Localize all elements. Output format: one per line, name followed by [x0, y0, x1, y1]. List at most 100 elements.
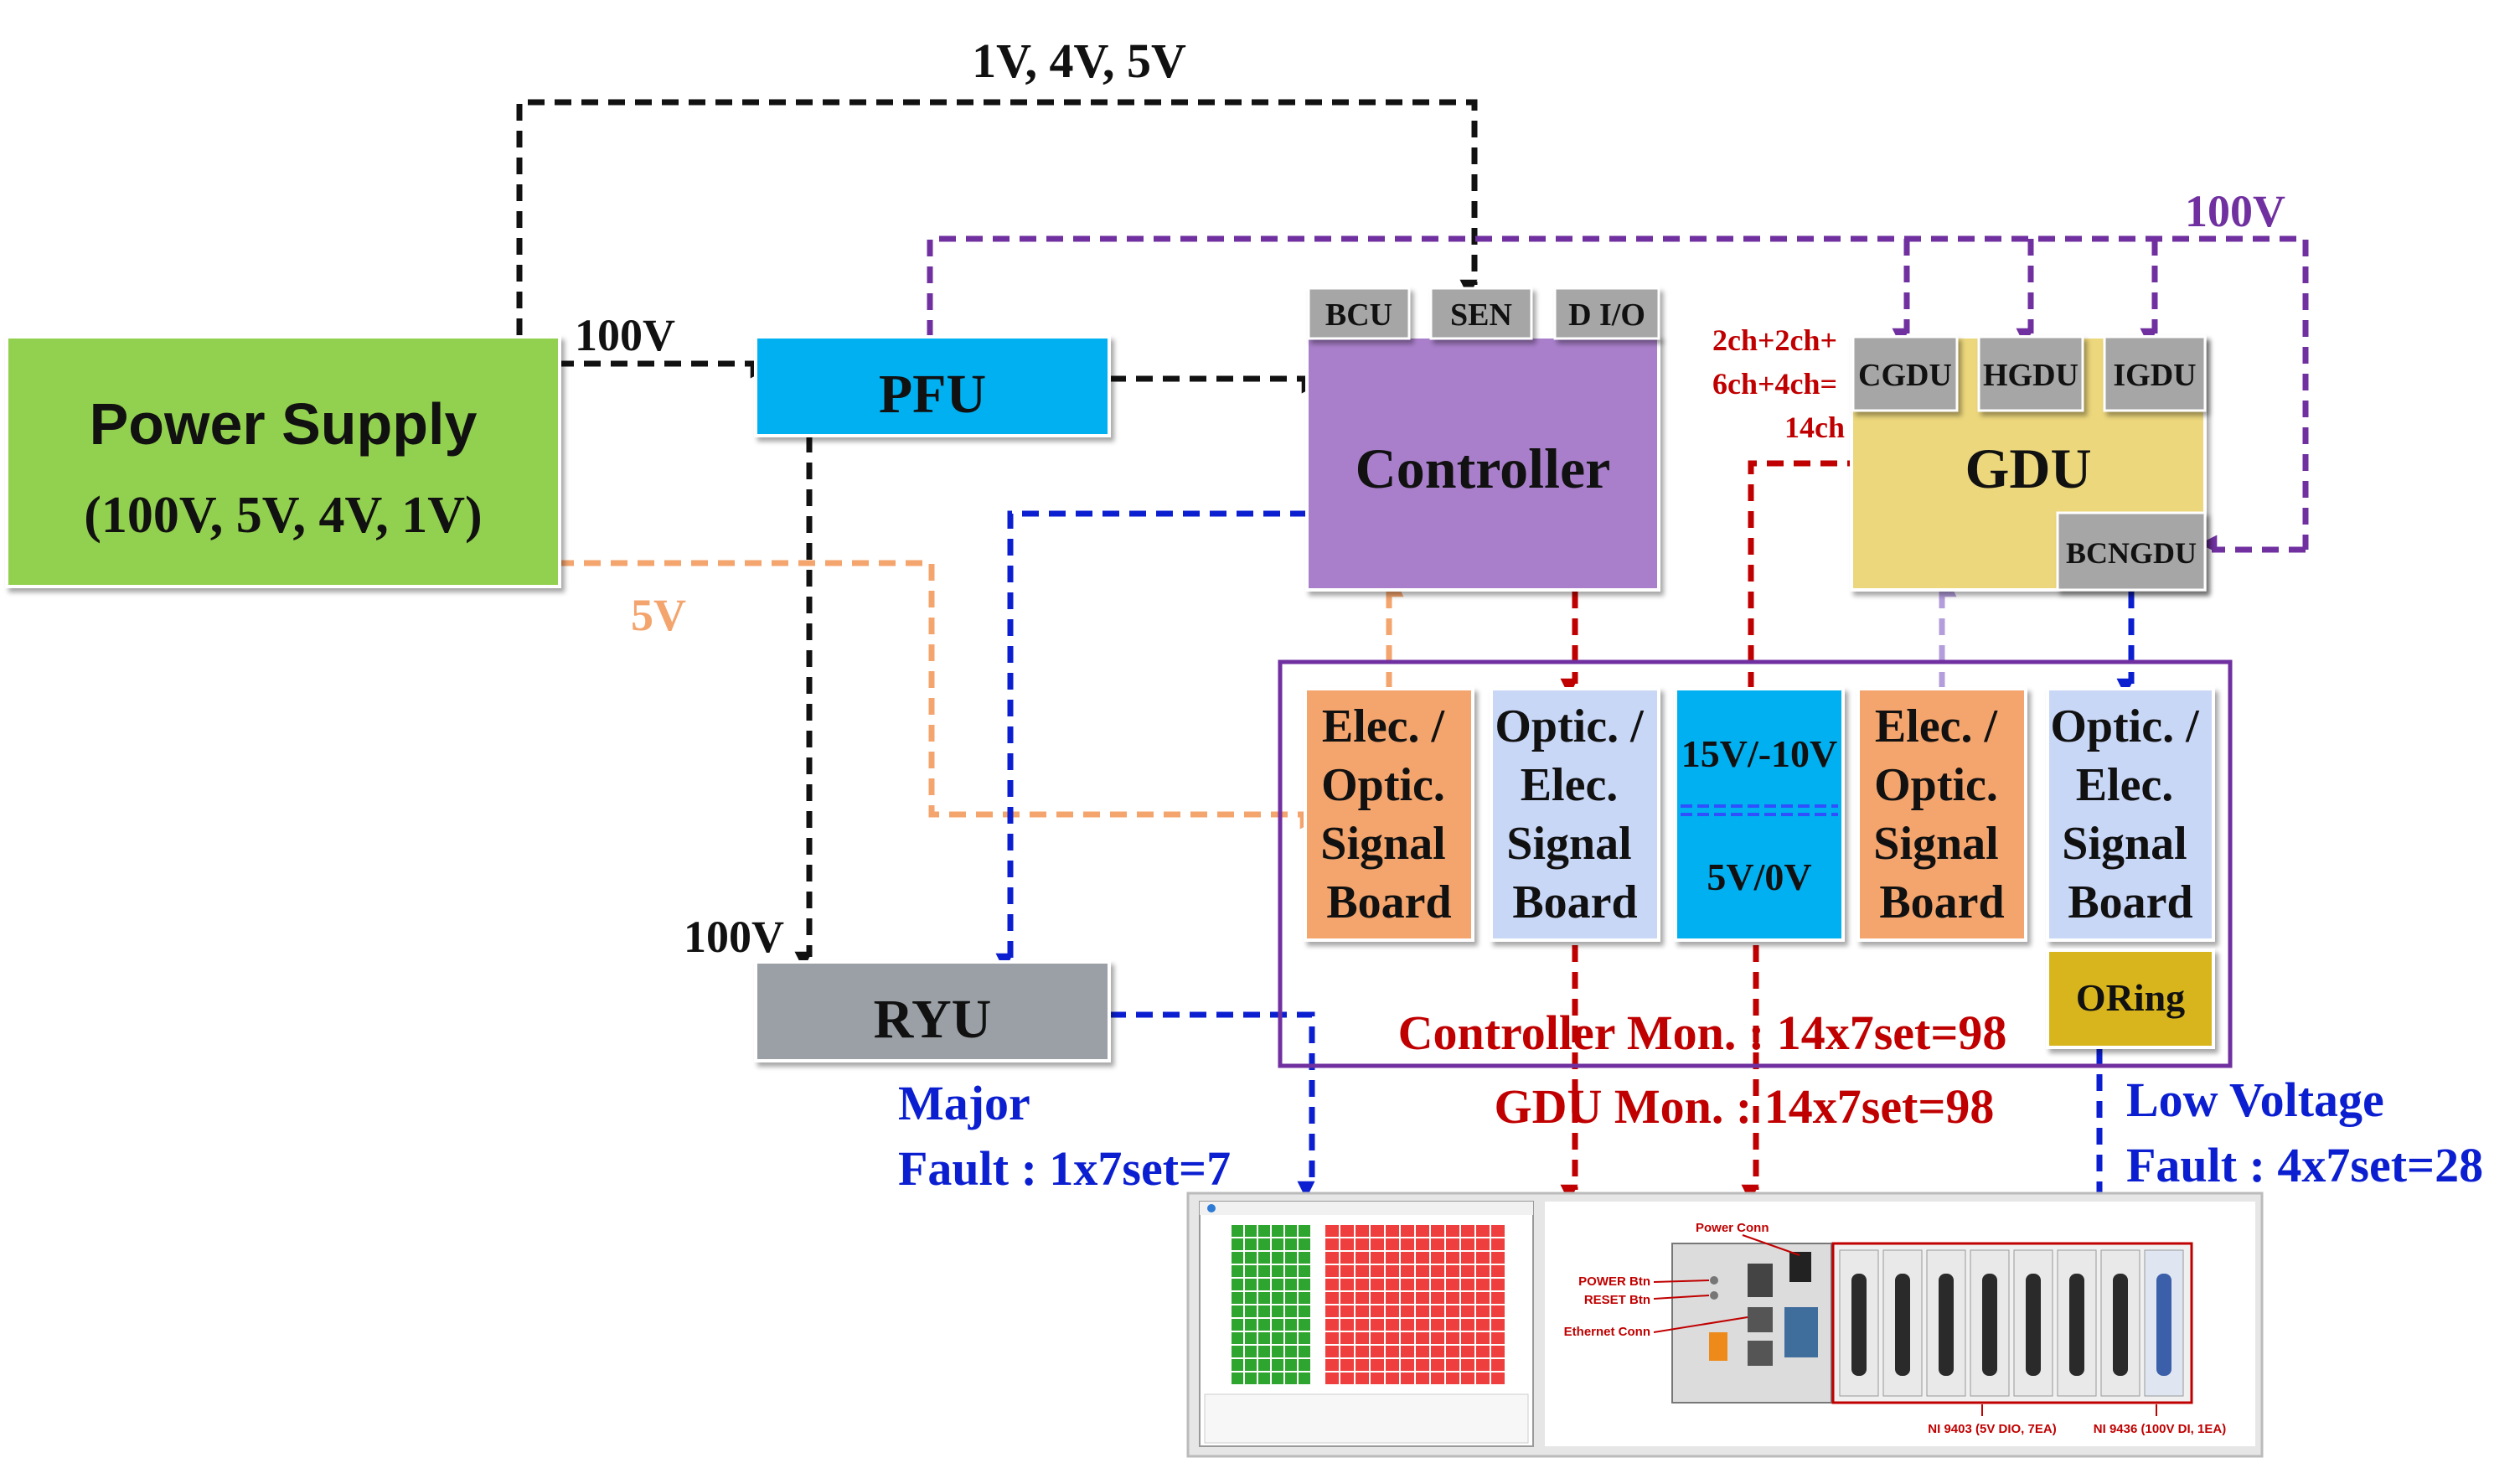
status-led-green [1299, 1225, 1310, 1237]
board-2-line-1: Optic. / [1495, 700, 1645, 752]
status-led-red [1446, 1319, 1459, 1331]
status-led-green [1245, 1332, 1257, 1344]
status-led-red [1431, 1359, 1444, 1371]
annotation-power-conn: Power Conn [1696, 1221, 1769, 1235]
board-1-line-3: Signal [1320, 818, 1445, 870]
status-led-red [1386, 1292, 1399, 1304]
dsub-connector-icon [2113, 1274, 2128, 1376]
status-led-green [1258, 1332, 1270, 1344]
status-led-red [1371, 1279, 1384, 1290]
status-led-red [1491, 1305, 1505, 1317]
status-led-red [1371, 1252, 1384, 1264]
status-led-green [1245, 1252, 1257, 1264]
status-led-red [1401, 1265, 1414, 1277]
signal-board-frame [1278, 659, 2233, 1068]
status-led-red [1340, 1359, 1354, 1371]
status-led-red [1356, 1359, 1369, 1371]
status-led-green [1232, 1238, 1243, 1250]
label-major-fault-2: Fault : 1x7set=7 [898, 1141, 1231, 1196]
status-led-red [1401, 1238, 1414, 1250]
status-led-red [1325, 1373, 1339, 1384]
status-led-green [1285, 1346, 1297, 1357]
status-led-red [1491, 1238, 1505, 1250]
annotation-ni9436: NI 9436 (100V DI, 1EA) [2094, 1422, 2226, 1436]
label-channels-2: 6ch+4ch= [1712, 367, 1837, 401]
dsub-connector-icon [1939, 1274, 1954, 1376]
status-led-green [1258, 1238, 1270, 1250]
status-led-green [1258, 1265, 1270, 1277]
status-led-red [1371, 1225, 1384, 1237]
status-led-red [1401, 1305, 1414, 1317]
status-led-red [1371, 1305, 1384, 1317]
status-led-red [1461, 1359, 1474, 1371]
status-led-green [1258, 1279, 1270, 1290]
status-led-green [1299, 1346, 1310, 1357]
status-led-green [1272, 1252, 1283, 1264]
status-led-red [1446, 1279, 1459, 1290]
status-led-red [1340, 1319, 1354, 1331]
status-led-red [1431, 1292, 1444, 1304]
status-led-green [1245, 1279, 1257, 1290]
status-led-green [1258, 1305, 1270, 1317]
igdu-port [2103, 335, 2207, 412]
status-led-green [1245, 1373, 1257, 1384]
status-led-red [1325, 1319, 1339, 1331]
status-led-red [1386, 1359, 1399, 1371]
status-led-green [1272, 1238, 1283, 1250]
status-led-green [1285, 1373, 1297, 1384]
status-led-red [1476, 1332, 1490, 1344]
status-led-red [1401, 1373, 1414, 1384]
status-led-green [1285, 1225, 1297, 1237]
status-led-green [1285, 1252, 1297, 1264]
status-led-red [1386, 1265, 1399, 1277]
label-gdu-mon: GDU Mon. : 14x7set=98 [1495, 1079, 1995, 1134]
status-led-red [1340, 1265, 1354, 1277]
ryu-label: RYU [874, 989, 992, 1050]
board-5-line-3: Signal [2062, 818, 2187, 870]
annotation-ni9403: NI 9403 (5V DIO, 7EA) [1928, 1422, 2056, 1436]
status-led-red [1325, 1346, 1339, 1357]
status-led-red [1340, 1252, 1354, 1264]
status-led-red [1461, 1332, 1474, 1344]
status-led-red [1325, 1252, 1339, 1264]
status-led-red [1401, 1346, 1414, 1357]
status-led-red [1340, 1238, 1354, 1250]
status-led-red [1325, 1292, 1339, 1304]
sen-port [1429, 287, 1533, 340]
status-led-red [1356, 1332, 1369, 1344]
status-led-red [1431, 1265, 1444, 1277]
annotation-power-btn: POWER Btn [1578, 1274, 1650, 1289]
board-5-line-4: Board [2068, 876, 2192, 928]
dsub-connector-icon [2026, 1274, 2041, 1376]
status-led-red [1491, 1359, 1505, 1371]
status-led-red [1476, 1359, 1490, 1371]
board-4-line-3: Signal [1873, 818, 1998, 870]
status-led-green [1299, 1359, 1310, 1371]
status-led-red [1461, 1225, 1474, 1237]
status-led-green [1299, 1265, 1310, 1277]
board-1-line-1: Elec. / [1322, 700, 1446, 752]
status-led-red [1476, 1373, 1490, 1384]
status-led-red [1461, 1346, 1474, 1357]
svg-text:Elec. / Optic. Sig: Elec. / Optic. Signal Board [1320, 700, 1457, 928]
status-led-green [1232, 1332, 1243, 1344]
status-led-red [1340, 1332, 1354, 1344]
status-led-red [1401, 1292, 1414, 1304]
status-led-red [1356, 1265, 1369, 1277]
bcu-label: BCU [1325, 297, 1392, 333]
status-led-green [1285, 1279, 1297, 1290]
status-led-red [1431, 1252, 1444, 1264]
status-led-green [1272, 1373, 1283, 1384]
power-supply-block: Power Supply (100V, 5V, 4V, 1V) [5, 335, 561, 588]
status-led-red [1446, 1292, 1459, 1304]
svg-text:Elec. / Optic. Sig: Elec. / Optic. Signal Board [1873, 700, 2010, 928]
optic-elec-board-1: Optic. / Elec. Signal Board [1490, 687, 1660, 942]
status-led-red [1371, 1359, 1384, 1371]
status-led-red [1356, 1373, 1369, 1384]
status-led-red [1446, 1252, 1459, 1264]
status-led-red [1416, 1225, 1429, 1237]
status-led-red [1371, 1373, 1384, 1384]
status-led-green [1245, 1292, 1257, 1304]
status-led-red [1431, 1319, 1444, 1331]
